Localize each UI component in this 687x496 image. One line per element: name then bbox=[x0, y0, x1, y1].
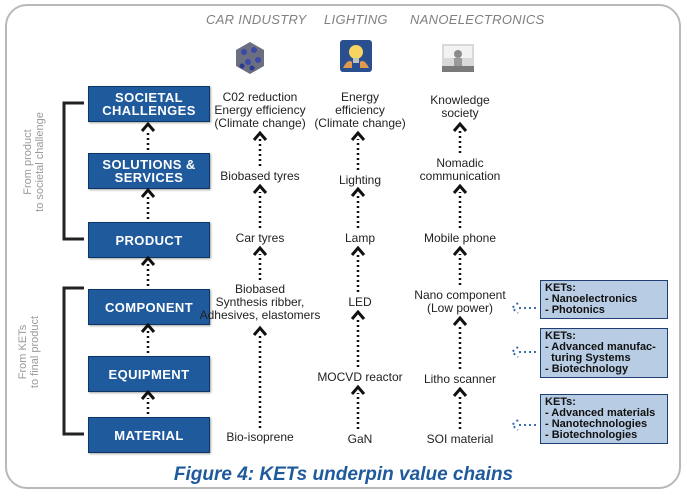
lighting-cell-societal: Energy efficiency (Climate change) bbox=[314, 90, 406, 130]
car-cell-solutions: Biobased tyres bbox=[220, 169, 300, 183]
lighting-cell-solutions: Lighting bbox=[338, 173, 382, 187]
nano-cell-material: SOI material bbox=[426, 432, 494, 446]
ket-item: - Nanotechnologies bbox=[545, 418, 648, 430]
ket-item: - Advanced manufac- bbox=[545, 341, 656, 353]
ket-arrow-material-head bbox=[510, 419, 519, 431]
car-cell-product: Car tyres bbox=[235, 231, 285, 245]
arrow-lighting-1-head bbox=[350, 130, 366, 141]
arrow-car-4-head bbox=[252, 325, 268, 336]
ket-item: - Biotechnology bbox=[545, 363, 629, 375]
arrow-level-solutions-to-societal-head bbox=[140, 121, 156, 132]
lighting-cell-material: GaN bbox=[347, 432, 373, 446]
nano-cell-societal: Knowledge society bbox=[430, 93, 490, 120]
arrow-level-material-to-equipment-head bbox=[140, 389, 156, 400]
arrow-car-1-head bbox=[252, 130, 268, 141]
lighting-cell-component: LED bbox=[348, 295, 372, 309]
column-header-lighting: LIGHTING bbox=[324, 12, 388, 27]
arrow-lighting-2-head bbox=[350, 186, 366, 197]
ket-item: - Biotechnologies bbox=[545, 429, 638, 441]
arrow-level-equipment-to-component-head bbox=[140, 322, 156, 333]
ket-box-equipment: KETs: - Advanced manufac- turing Systems… bbox=[540, 328, 668, 378]
ket-item: - Advanced materials bbox=[545, 407, 656, 419]
level-box-equipment: EQUIPMENT bbox=[88, 356, 210, 392]
arrow-nano-3-head bbox=[452, 245, 468, 256]
nano-cell-component: Nano component (Low power) bbox=[414, 288, 506, 315]
arrow-level-product-to-solutions-head bbox=[140, 187, 156, 198]
ket-title: KETs: bbox=[545, 282, 576, 294]
bracket-lower bbox=[62, 286, 84, 436]
ket-box-material: KETs: - Advanced materials - Nanotechnol… bbox=[540, 394, 668, 444]
arrow-nano-5-head bbox=[452, 386, 468, 397]
nano-cell-product: Mobile phone bbox=[423, 231, 497, 245]
arrow-nano-1-head bbox=[452, 121, 468, 132]
level-box-material: MATERIAL bbox=[88, 417, 210, 453]
level-box-component: COMPONENT bbox=[88, 289, 210, 325]
ket-arrow-component-head bbox=[510, 302, 519, 314]
arrow-lighting-4-head bbox=[350, 309, 366, 320]
arrow-lighting-5-head bbox=[350, 384, 366, 395]
arrow-car-2-head bbox=[252, 183, 268, 194]
ket-box-component: KETs: - Nanoelectronics - Photonics bbox=[540, 280, 668, 319]
bracket-upper bbox=[62, 101, 84, 241]
ket-item: - Nanoelectronics bbox=[545, 293, 638, 305]
arrow-nano-2-head bbox=[452, 183, 468, 194]
ket-title: KETs: bbox=[545, 330, 576, 342]
ket-item: - Photonics bbox=[545, 304, 605, 316]
car-cell-component: Biobased Synthesis ribber, Adhesives, el… bbox=[199, 282, 321, 322]
cleanroom-icon bbox=[440, 40, 476, 76]
lighting-cell-product: Lamp bbox=[344, 231, 376, 245]
arrow-lighting-3-head bbox=[350, 245, 366, 256]
nano-cell-equipment: Litho scanner bbox=[423, 372, 497, 386]
car-cell-societal: C02 reduction Energy efficiency (Climate… bbox=[214, 90, 306, 130]
column-header-nanoelectronics: NANOELECTRONICS bbox=[410, 12, 545, 27]
ket-arrow-equipment-head bbox=[510, 346, 519, 358]
column-header-car-industry: CAR INDUSTRY bbox=[206, 12, 307, 27]
arrow-car-3-head bbox=[252, 245, 268, 256]
ket-item: turing Systems bbox=[545, 352, 631, 364]
lightbulb-hands-icon bbox=[338, 38, 374, 74]
lighting-cell-equipment: MOCVD reactor bbox=[317, 370, 403, 384]
level-box-solutions-services: SOLUTIONS & SERVICES bbox=[88, 153, 210, 189]
figure-caption: Figure 4: KETs underpin value chains bbox=[173, 464, 514, 485]
level-box-societal-challenges: SOCIETAL CHALLENGES bbox=[88, 86, 210, 122]
car-cell-material: Bio-isoprene bbox=[226, 430, 294, 444]
level-box-product: PRODUCT bbox=[88, 222, 210, 258]
arrow-nano-4-head bbox=[452, 315, 468, 326]
nano-cell-solutions: Nomadic communication bbox=[419, 156, 501, 183]
arrow-level-component-to-product-head bbox=[140, 255, 156, 266]
ket-title: KETs: bbox=[545, 396, 576, 408]
molecule-icon bbox=[232, 40, 268, 76]
